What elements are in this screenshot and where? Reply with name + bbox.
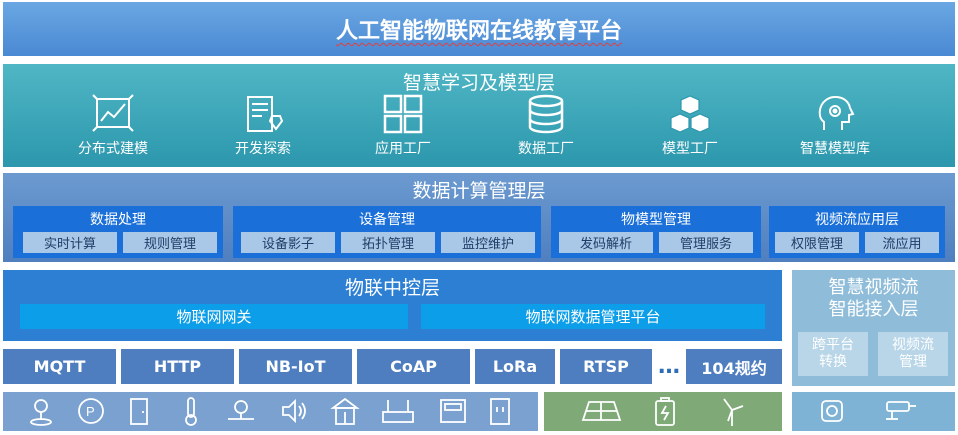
chip-line2: 管理: [899, 354, 927, 370]
video-device-strip: [792, 392, 955, 431]
database-icon: [528, 94, 564, 134]
thing-model-group: 物模型管理 发码解析 管理服务: [551, 206, 761, 258]
brain-gear-icon: [818, 95, 855, 130]
speaker-icon: [282, 398, 306, 424]
iot-layer-title: 物联中控层: [344, 276, 440, 299]
video-stream-app-group: 视频流应用层 权限管理 流应用: [769, 206, 945, 258]
development-document-icon: [247, 96, 284, 132]
video-stream-management: 视频流 管理: [878, 332, 948, 376]
development-explore-item: 开发探索: [198, 94, 328, 164]
ai-layer-title: 智慧学习及模型层: [402, 71, 555, 94]
cubes-icon: [670, 95, 710, 133]
smart-model-library-item: 智慧模型库: [770, 94, 900, 164]
group-title: 设备管理: [359, 212, 415, 228]
video-access-layer: 智慧视频流 智能接入层 跨平台 转换 视频流 管理: [792, 270, 955, 386]
distributed-modeling-item: 分布式建模: [48, 94, 178, 164]
protocol-rtsp: RTSP: [560, 349, 652, 384]
smart-model-library-label: 智慧模型库: [800, 141, 870, 157]
energy-device-icons: [544, 392, 782, 431]
router-icon: [382, 400, 414, 423]
dome-camera-icon: [821, 400, 843, 422]
protocol-nb-iot: NB-IoT: [239, 349, 352, 384]
data-processing-group: 数据处理 实时计算 规则管理: [13, 206, 223, 258]
development-explore-label: 开发探索: [235, 141, 291, 157]
group-chip: 拓扑管理: [341, 232, 435, 253]
video-title-line2: 智能接入层: [828, 299, 919, 320]
group-title: 数据处理: [90, 212, 146, 228]
group-chip: 监控维护: [441, 232, 535, 253]
group-chip: 权限管理: [775, 232, 859, 253]
ai-model-layer: 智慧学习及模型层 分布式建模 开发探索 应用工厂 数据工厂 模型工厂 智慧模型库: [3, 64, 955, 167]
smart-socket-icon: [490, 398, 510, 425]
thermometer-icon: [185, 397, 197, 426]
protocol-mqtt: MQTT: [3, 349, 116, 384]
building-icon: [330, 397, 360, 425]
protocol-more-ellipsis: …: [658, 354, 680, 379]
group-chip: 设备影子: [241, 232, 335, 253]
wind-turbine-icon: [723, 398, 744, 426]
cross-platform-conversion: 跨平台 转换: [798, 332, 868, 376]
model-factory-item: 模型工厂: [625, 94, 755, 164]
door-sensor-icon: [130, 398, 148, 425]
chip-line1: 视频流: [892, 337, 934, 353]
data-compute-layer: 数据计算管理层 数据处理 实时计算 规则管理 设备管理 设备影子 拓扑管理 监控…: [3, 173, 955, 262]
distributed-modeling-icon: [92, 94, 134, 132]
app-factory-label: 应用工厂: [375, 141, 431, 157]
calc-layer-title: 数据计算管理层: [412, 179, 546, 202]
protocol-http: HTTP: [121, 349, 234, 384]
iot-gateway: 物联网网关: [20, 304, 408, 329]
group-title: 视频流应用层: [815, 212, 899, 228]
svg-text:P: P: [86, 404, 95, 419]
group-title: 物模型管理: [621, 212, 691, 228]
video-layer-title: 智慧视频流 智能接入层: [792, 274, 955, 324]
chip-line1: 跨平台: [812, 337, 854, 353]
valve-icon: [228, 400, 254, 420]
gas-meter-icon: [440, 399, 466, 423]
data-factory-label: 数据工厂: [518, 141, 574, 157]
solar-panel-icon: [581, 401, 622, 421]
energy-device-strip: [544, 392, 782, 431]
video-device-icons: [792, 392, 955, 431]
app-grid-icon: [383, 94, 423, 134]
app-factory-item: 应用工厂: [338, 94, 468, 164]
bullet-camera-icon: [886, 401, 916, 420]
video-title-line1: 智慧视频流: [828, 277, 919, 298]
data-factory-item: 数据工厂: [481, 94, 611, 164]
protocol-coap: CoAP: [357, 349, 470, 384]
sensor-device-strip: P: [3, 392, 538, 431]
protocol-lora: LoRa: [475, 349, 555, 384]
iot-data-platform: 物联网数据管理平台: [421, 304, 765, 329]
protocol-104: 104规约: [686, 349, 782, 384]
parking-sensor-icon: P: [78, 398, 104, 424]
group-chip: 流应用: [865, 232, 939, 253]
group-chip: 规则管理: [123, 232, 217, 253]
platform-title: 人工智能物联网在线教育平台: [3, 2, 955, 56]
model-factory-label: 模型工厂: [662, 141, 718, 157]
chip-line2: 转换: [819, 354, 847, 370]
device-management-group: 设备管理 设备影子 拓扑管理 监控维护: [233, 206, 541, 258]
group-chip: 发码解析: [559, 232, 653, 253]
group-chip: 实时计算: [23, 232, 117, 253]
group-chip: 管理服务: [659, 232, 753, 253]
location-sensor-icon: [30, 399, 52, 426]
iot-control-layer: 物联中控层 物联网网关 物联网数据管理平台: [3, 270, 782, 341]
distributed-modeling-label: 分布式建模: [78, 141, 148, 157]
sensor-device-icons: P: [3, 392, 538, 431]
battery-icon: [655, 397, 675, 426]
